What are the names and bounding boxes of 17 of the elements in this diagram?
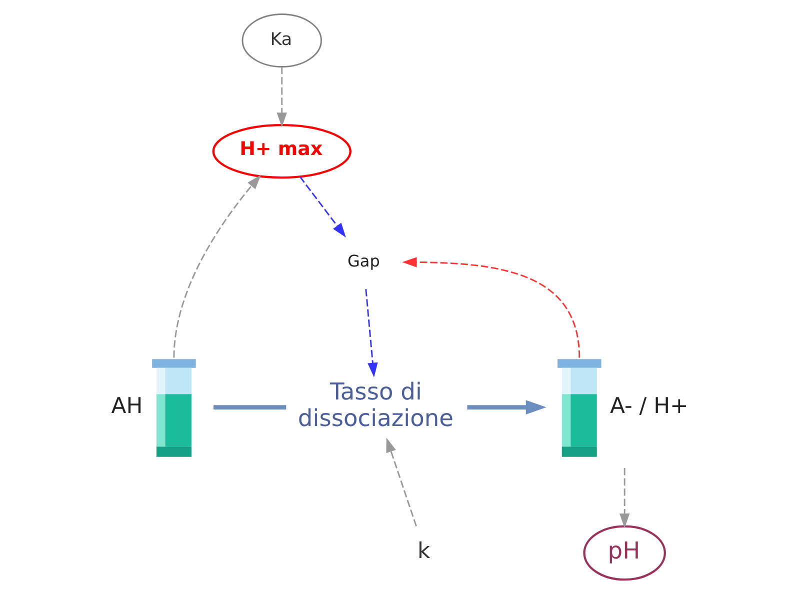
node-ellipse: H+ max <box>212 124 352 179</box>
node-text: Gap <box>348 251 380 270</box>
arrow <box>467 400 546 414</box>
node-text: Tasso di dissociazione <box>298 378 454 432</box>
node-ellipse: pH <box>583 525 666 581</box>
arrow <box>402 257 580 358</box>
arrow <box>173 174 261 358</box>
node-label: AH <box>111 394 143 420</box>
node-ellipse: Ka <box>242 14 322 68</box>
node-label: A- / H+ <box>610 394 688 420</box>
arrow <box>619 468 630 528</box>
arrow <box>365 288 378 378</box>
arrow <box>386 438 417 526</box>
connector <box>214 405 286 410</box>
arrow <box>276 66 287 128</box>
arrow <box>299 176 346 238</box>
node-text: k <box>418 539 430 564</box>
